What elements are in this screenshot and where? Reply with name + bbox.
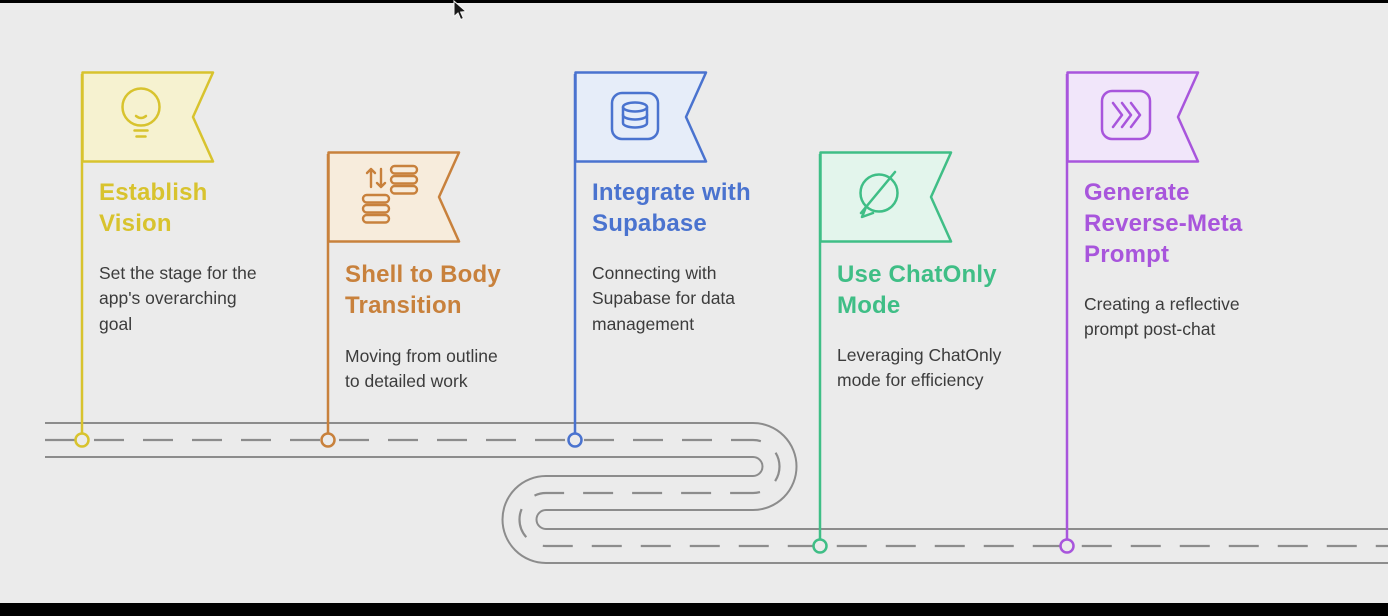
milestone-title-use-chatonly: Use ChatOnly Mode	[837, 261, 997, 320]
flag-banner	[1066, 71, 1200, 163]
flag-banner	[327, 151, 461, 243]
milestone-desc-shell-to-body: Moving from outline to detailed work	[345, 346, 498, 392]
flag-reverse-meta	[1066, 71, 1200, 163]
milestone-desc-establish-vision: Set the stage for the app's overarching …	[99, 263, 257, 334]
triple-chevron-icon	[1100, 89, 1152, 141]
mouse-arrow-cursor-icon	[453, 0, 468, 21]
milestone-title-establish-vision: Establish Vision	[99, 179, 208, 238]
lightbulb-icon	[121, 87, 161, 138]
flag-banner	[574, 71, 708, 163]
top-letterbox-bar	[0, 0, 1388, 3]
milestone-title-shell-to-body: Shell to Body Transition	[345, 261, 501, 320]
milestone-desc-reverse-meta: Creating a reflective prompt post-chat	[1084, 294, 1240, 340]
milestone-marker-establish-vision	[74, 432, 90, 448]
milestone-marker-use-chatonly	[812, 538, 828, 554]
road-surface	[45, 424, 1388, 562]
database-icon	[610, 91, 660, 141]
road-center-line	[45, 438, 1388, 548]
chat-off-icon	[859, 170, 899, 219]
bottom-letterbox-bar	[0, 603, 1388, 616]
milestone-title-integrate-supabase: Integrate with Supabase	[592, 179, 751, 238]
flag-shell-to-body	[327, 151, 461, 243]
milestone-marker-shell-to-body	[320, 432, 336, 448]
sync-database-icon	[361, 164, 419, 224]
milestone-marker-reverse-meta	[1059, 538, 1075, 554]
milestone-desc-integrate-supabase: Connecting with Supabase for data manage…	[592, 263, 736, 334]
milestone-title-reverse-meta: Generate Reverse-Meta Prompt	[1084, 179, 1243, 269]
flag-banner	[81, 71, 215, 163]
milestone-desc-use-chatonly: Leveraging ChatOnly mode for efficiency	[837, 345, 1002, 391]
flag-integrate-supabase	[574, 71, 708, 163]
flag-establish-vision	[81, 71, 215, 163]
flag-use-chatonly	[819, 151, 953, 243]
milestone-marker-integrate-supabase	[567, 432, 583, 448]
flag-banner	[819, 151, 953, 243]
